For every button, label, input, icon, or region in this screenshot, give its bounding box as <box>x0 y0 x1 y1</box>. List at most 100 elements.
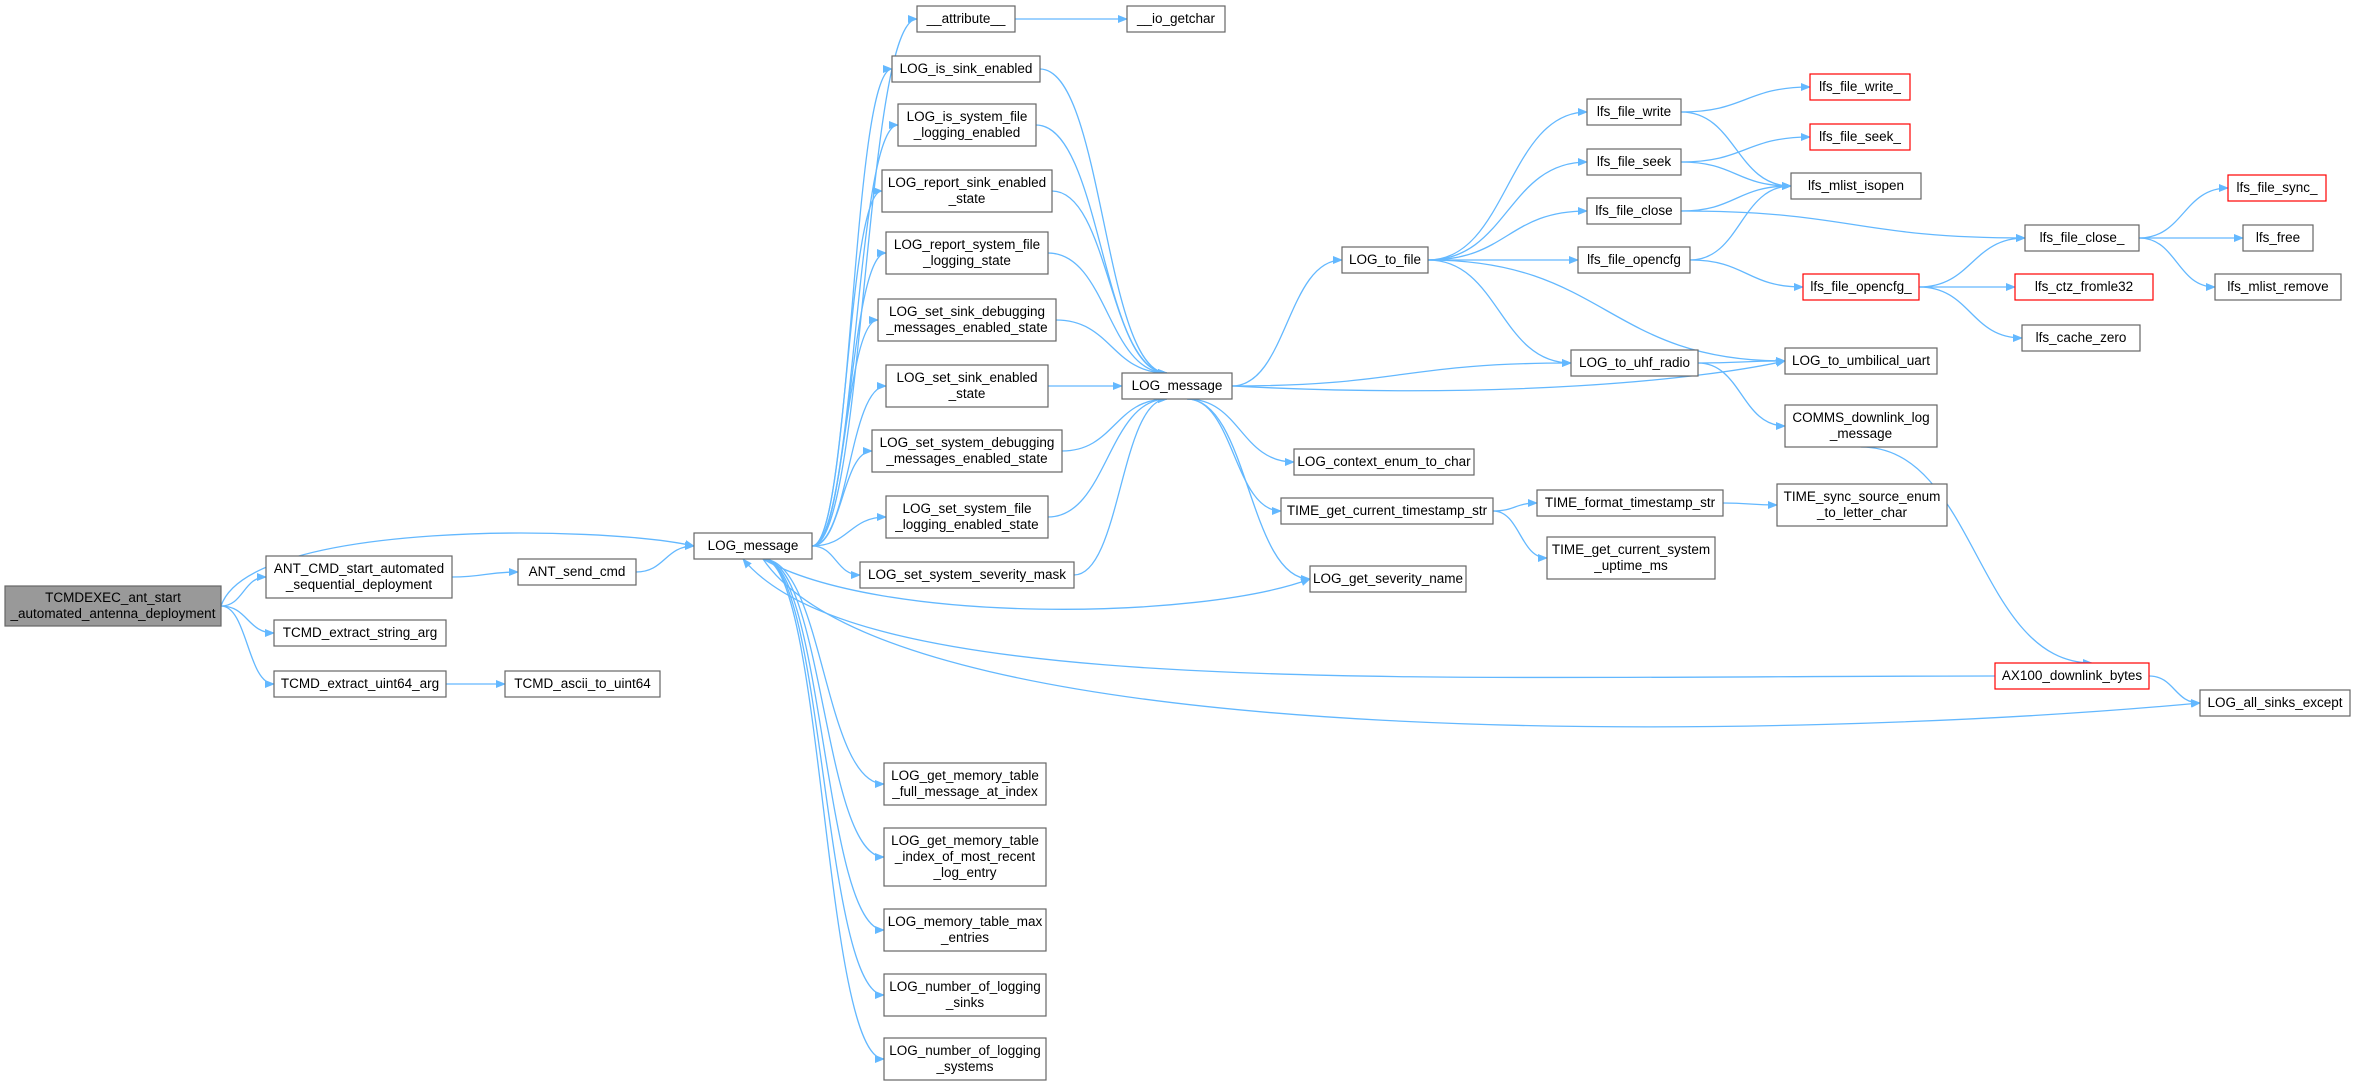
node-box <box>273 619 447 647</box>
node-sev-name[interactable]: LOG_get_severity_name <box>1309 565 1467 593</box>
node-sync-src[interactable]: TIME_sync_source_enum_to_letter_char <box>1776 483 1948 527</box>
node-label: LOG_memory_table_max <box>888 914 1043 929</box>
node-box <box>885 364 1049 408</box>
node-root[interactable]: TCMDEXEC_ant_start_automated_antenna_dep… <box>4 585 222 627</box>
node-rep-sink[interactable]: LOG_report_sink_enabled_state <box>881 169 1053 213</box>
node-tcmd-ascii[interactable]: TCMD_ascii_to_uint64 <box>504 670 661 698</box>
edge-fclose_-to-fsync_ <box>2138 184 2229 239</box>
edge-root-to-ant_cmd <box>220 573 267 607</box>
node-ts-str[interactable]: TIME_get_current_timestamp_str <box>1280 497 1494 525</box>
edge-logmsg1-to-mem_idx <box>762 558 885 861</box>
node-box <box>871 429 1063 473</box>
node-fmt-ts[interactable]: TIME_format_timestamp_str <box>1536 489 1724 517</box>
node-box <box>1809 73 1911 101</box>
node-label: lfs_file_opencfg_ <box>1810 279 1912 294</box>
node-box <box>265 555 453 599</box>
node-tcmd-str[interactable]: TCMD_extract_string_arg <box>273 619 447 647</box>
edge-logmsg2-to-uhf <box>1231 359 1572 387</box>
node-set-sink-dbg[interactable]: LOG_set_sink_debugging_messages_enabled_… <box>877 298 1057 342</box>
node-fwrite[interactable]: lfs_file_write <box>1586 98 1682 126</box>
node-label: lfs_mlist_isopen <box>1808 178 1904 193</box>
node-box <box>883 762 1047 806</box>
edge-logmsg1-to-sev_name <box>762 558 1311 610</box>
node-rep-sys[interactable]: LOG_report_system_file_logging_state <box>885 231 1049 275</box>
node-label: LOG_get_memory_table <box>891 768 1039 783</box>
node-all-sinks[interactable]: LOG_all_sinks_except <box>2199 689 2351 717</box>
node-to-file[interactable]: LOG_to_file <box>1341 246 1429 274</box>
node-set-sys-file[interactable]: LOG_set_system_file_logging_enabled_stat… <box>885 495 1049 539</box>
edge-rep_sys-to-logmsg2 <box>1047 252 1168 377</box>
node-label: LOG_to_umbilical_uart <box>1792 353 1930 368</box>
node-getchar[interactable]: __io_getchar <box>1126 5 1226 33</box>
edge-to_file-to-fclose <box>1427 207 1588 261</box>
node-fopencfg-[interactable]: lfs_file_opencfg_ <box>1802 273 1920 301</box>
node-box <box>2227 174 2327 202</box>
node-label: LOG_set_sink_enabled <box>896 370 1037 385</box>
node-box <box>2242 224 2314 252</box>
node-num-sys[interactable]: LOG_number_of_logging_systems <box>883 1037 1047 1081</box>
node-num-sinks[interactable]: LOG_number_of_logging_sinks <box>883 973 1047 1017</box>
node-cache-zero[interactable]: lfs_cache_zero <box>2021 324 2141 352</box>
edge-fwrite-to-mlist_isopen <box>1680 111 1792 190</box>
node-fopencfg[interactable]: lfs_file_opencfg <box>1577 246 1691 274</box>
edge-ax100-to-logmsg1 <box>742 558 1996 679</box>
node-set-sink-en[interactable]: LOG_set_sink_enabled_state <box>885 364 1049 408</box>
edge-logmsg2-to-ctx_enum <box>1186 398 1295 466</box>
edge-logmsg1-to-all_sinks <box>762 558 2201 728</box>
node-logmsg2[interactable]: LOG_message <box>1121 372 1233 400</box>
node-box <box>693 532 813 560</box>
node-label: LOG_all_sinks_except <box>2207 695 2342 710</box>
node-uhf[interactable]: LOG_to_uhf_radio <box>1570 349 1699 377</box>
node-is-sink[interactable]: LOG_is_sink_enabled <box>891 55 1041 83</box>
node-label: lfs_file_opencfg <box>1587 252 1681 267</box>
node-fsync-[interactable]: lfs_file_sync_ <box>2227 174 2327 202</box>
node-set-sev[interactable]: LOG_set_system_severity_mask <box>859 561 1075 589</box>
node-label: lfs_cache_zero <box>2036 330 2127 345</box>
node-is-sys[interactable]: LOG_is_system_file_logging_enabled <box>897 103 1037 147</box>
node-uptime[interactable]: TIME_get_current_system_uptime_ms <box>1546 536 1716 580</box>
edge-to_file-to-umb <box>1427 259 1786 365</box>
node-ant-cmd[interactable]: ANT_CMD_start_automated_sequential_deplo… <box>265 555 453 599</box>
node-label: LOG_report_sink_enabled <box>888 175 1046 190</box>
edge-fclose_-to-mlist_remove <box>2138 237 2216 291</box>
node-box <box>885 495 1049 539</box>
node-label: _messages_enabled_state <box>885 451 1047 466</box>
node-fseek[interactable]: lfs_file_seek <box>1586 148 1682 176</box>
node-ant-send[interactable]: ANT_send_cmd <box>517 558 637 586</box>
node-label: TIME_get_current_timestamp_str <box>1287 503 1488 518</box>
node-lfree[interactable]: lfs_free <box>2242 224 2314 252</box>
node-box <box>1126 5 1226 33</box>
node-ctx-enum[interactable]: LOG_context_enum_to_char <box>1293 448 1475 476</box>
node-box <box>517 558 637 586</box>
node-ctz[interactable]: lfs_ctz_fromle32 <box>2014 273 2154 301</box>
edge-fopencfg-to-fopencfg_ <box>1689 259 1804 291</box>
node-ax100[interactable]: AX100_downlink_bytes <box>1994 662 2150 690</box>
node-box <box>273 670 447 698</box>
node-attr[interactable]: __attribute__ <box>916 5 1016 33</box>
edge-root-to-tcmd_u64 <box>220 605 275 688</box>
node-umb[interactable]: LOG_to_umbilical_uart <box>1784 347 1938 375</box>
edge-fclose-to-fclose_ <box>1680 210 2026 242</box>
node-box <box>2024 224 2140 252</box>
node-mem-idx[interactable]: LOG_get_memory_table_index_of_most_recen… <box>883 827 1047 887</box>
edge-logmsg2-to-to_file <box>1231 256 1343 387</box>
edge-fwrite-to-fwrite_ <box>1680 83 1811 113</box>
node-fwrite-[interactable]: lfs_file_write_ <box>1809 73 1911 101</box>
node-fclose-[interactable]: lfs_file_close_ <box>2024 224 2140 252</box>
edge-logmsg1-to-num_sys <box>762 558 885 1063</box>
node-fseek-[interactable]: lfs_file_seek_ <box>1809 123 1911 151</box>
node-mem-max[interactable]: LOG_memory_table_max_entries <box>883 908 1047 952</box>
node-mem-full[interactable]: LOG_get_memory_table_full_message_at_ind… <box>883 762 1047 806</box>
node-box <box>1586 197 1682 225</box>
node-box <box>2014 273 2154 301</box>
node-label: TCMDEXEC_ant_start <box>45 590 181 605</box>
node-fclose[interactable]: lfs_file_close <box>1586 197 1682 225</box>
node-set-sys-dbg[interactable]: LOG_set_system_debugging_messages_enable… <box>871 429 1063 473</box>
node-logmsg1[interactable]: LOG_message <box>693 532 813 560</box>
node-mlist-isopen[interactable]: lfs_mlist_isopen <box>1790 172 1922 200</box>
node-box <box>1776 483 1948 527</box>
node-mlist-remove[interactable]: lfs_mlist_remove <box>2214 273 2342 301</box>
node-box <box>2199 689 2351 717</box>
node-tcmd-u64[interactable]: TCMD_extract_uint64_arg <box>273 670 447 698</box>
node-comms[interactable]: COMMS_downlink_log_message <box>1784 404 1938 448</box>
